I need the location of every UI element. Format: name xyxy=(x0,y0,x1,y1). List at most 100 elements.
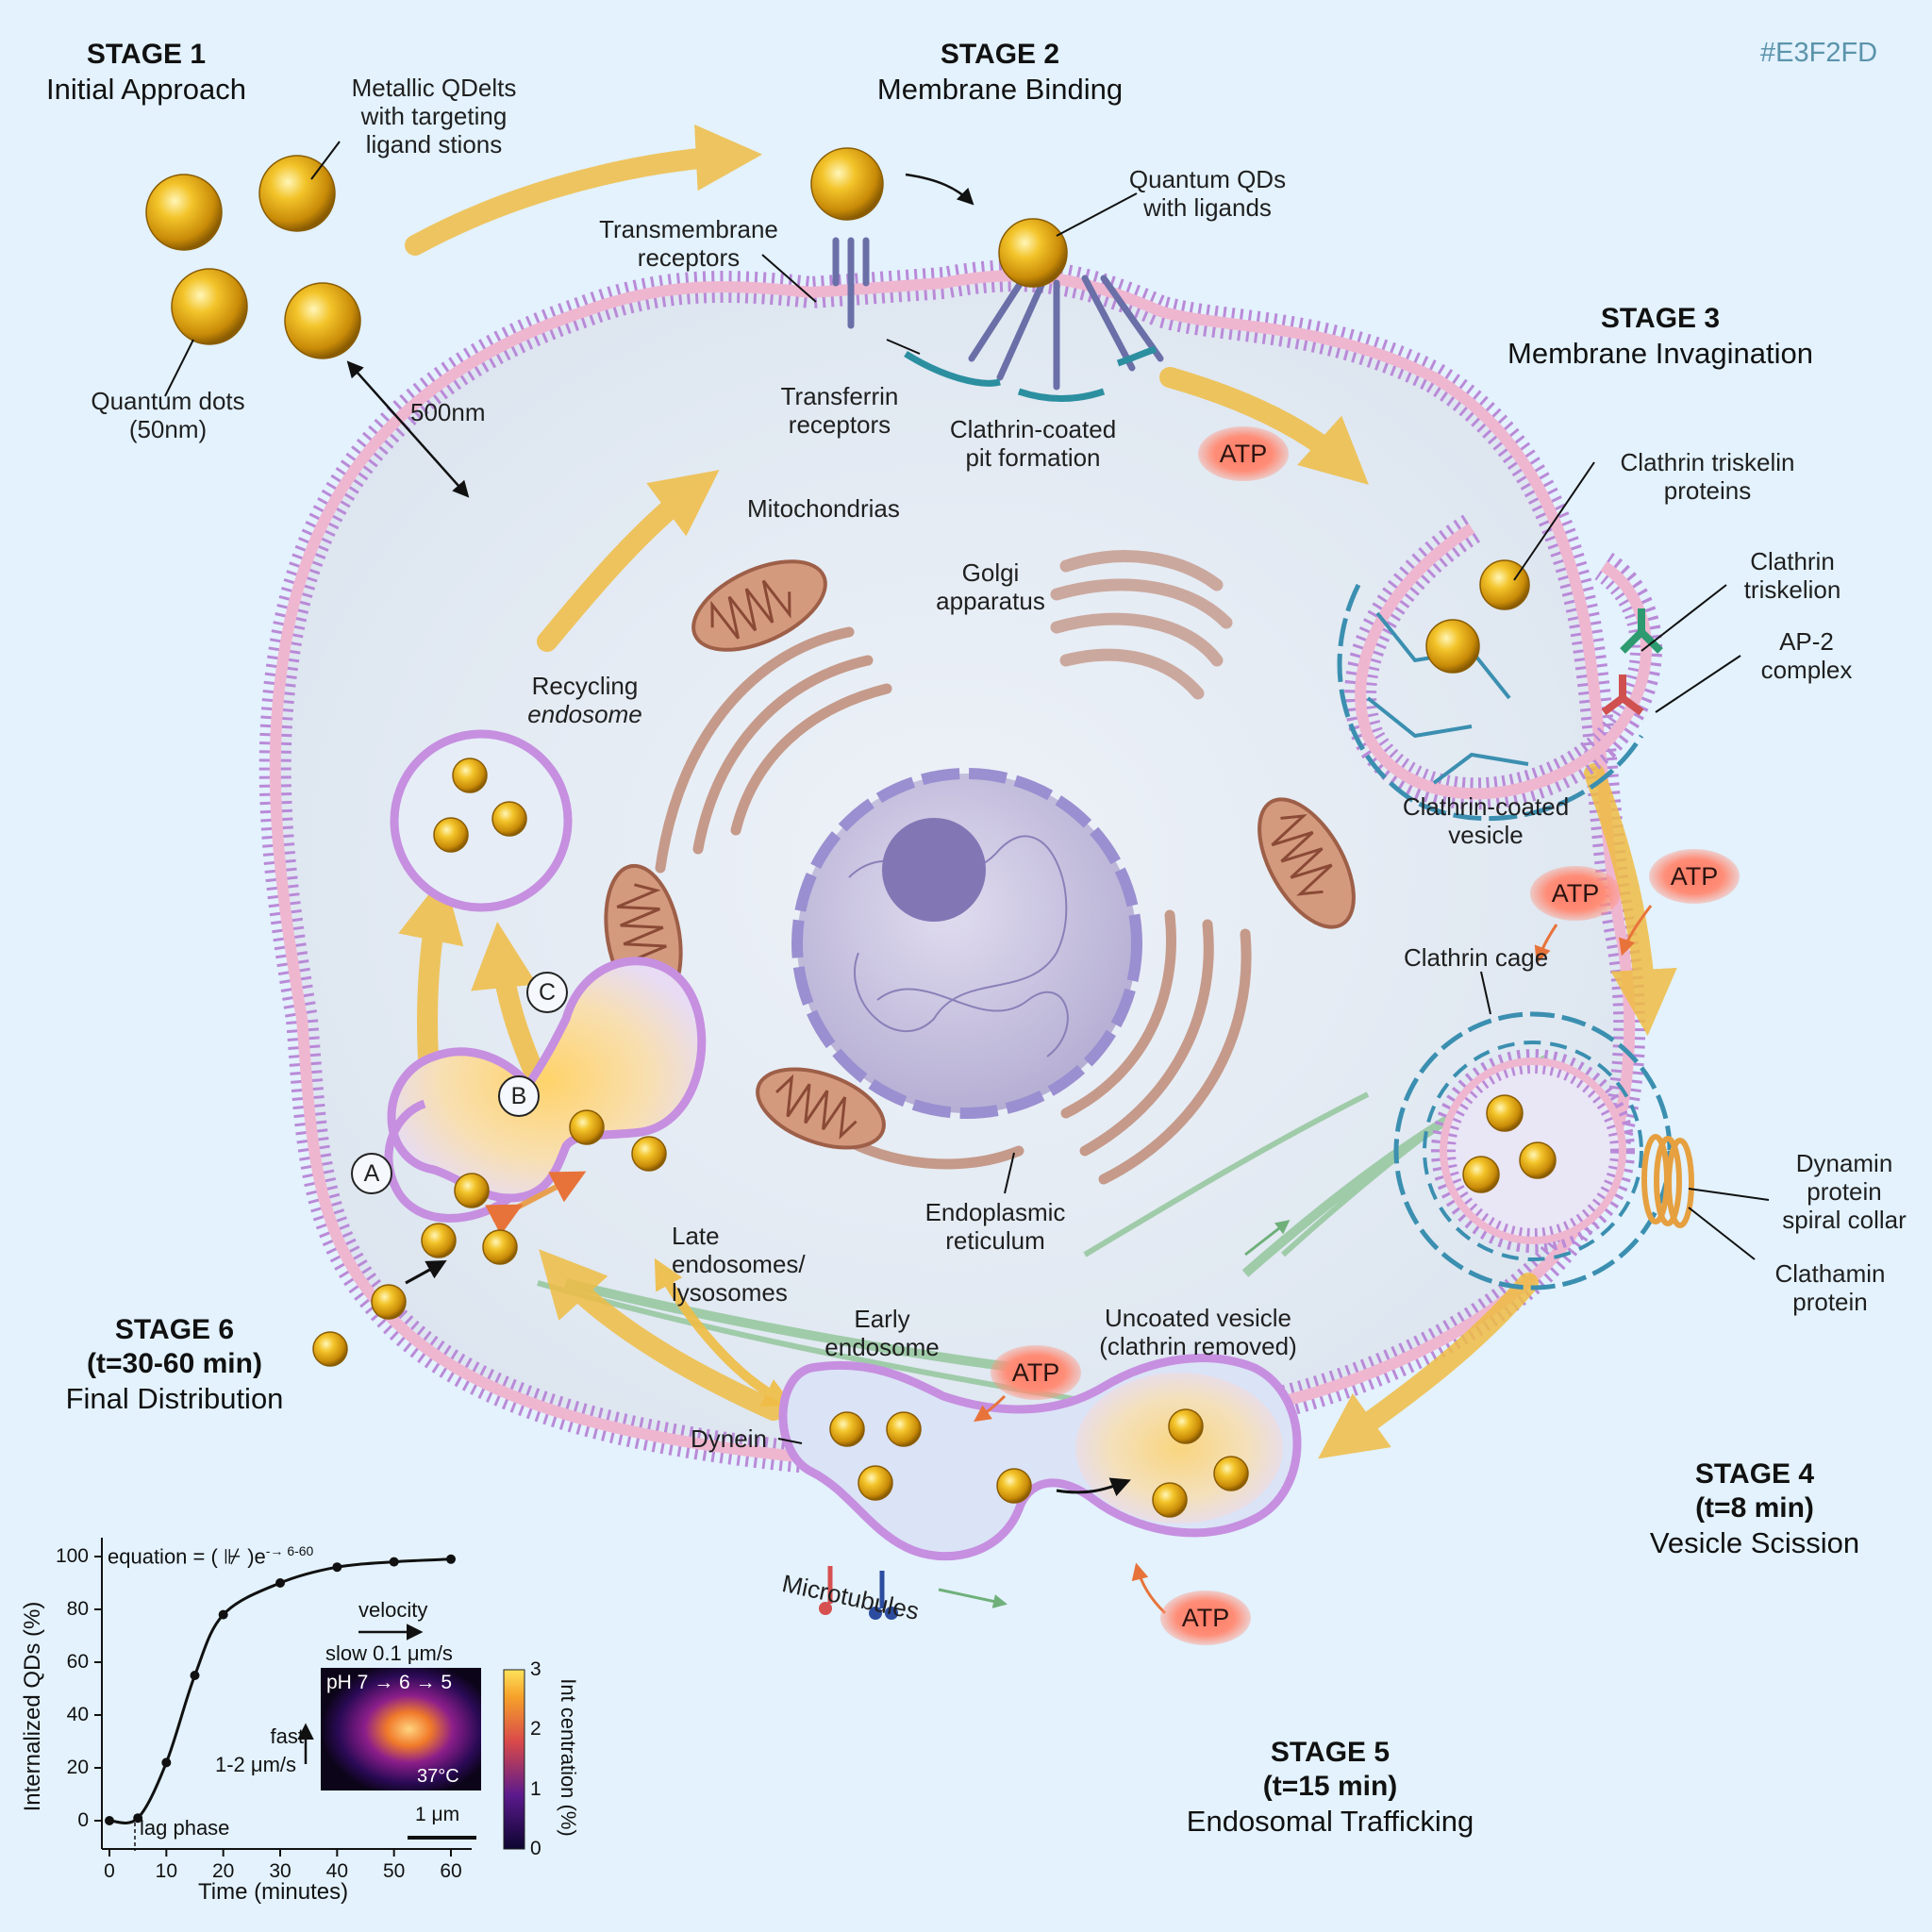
stage-4-title: STAGE 4 (t=8 min) Vesicle Scission xyxy=(1623,1457,1887,1561)
nucleus xyxy=(791,768,1142,1119)
colorbar-label: Int centration (%) xyxy=(557,1678,580,1837)
stage-5-heading: STAGE 5 xyxy=(1270,1737,1391,1768)
transferrin-label: Transferrin receptors xyxy=(780,382,899,439)
uptake-chart xyxy=(94,1538,525,1857)
motor-proteins xyxy=(819,1566,898,1620)
inset-heatmap xyxy=(321,1668,481,1790)
dynamin-label: Dynamin protein spiral collar xyxy=(1782,1149,1907,1234)
late-endosome-label: Late endosomes/ lysosomes xyxy=(672,1222,806,1307)
fast-label: fast xyxy=(270,1724,304,1748)
metallic-qd-label: Metallic QDelts with targeting ligand st… xyxy=(351,74,517,158)
ap2-complex-label: AP-2 complex xyxy=(1760,627,1853,684)
dynamin-collar xyxy=(1641,1134,1694,1228)
chart-y-tick-label: 60 xyxy=(66,1651,89,1673)
clathamin-label: Clathamin protein xyxy=(1774,1259,1886,1316)
stage-6-title: STAGE 6 (t=30-60 min) Final Distribution xyxy=(42,1313,307,1417)
recycling-endosome-label: Recycling endosome xyxy=(527,672,642,728)
quantum-dots-label: Quantum dots (50nm) xyxy=(91,387,245,443)
stage-2-heading: STAGE 2 xyxy=(940,39,1060,70)
chart-data-point xyxy=(389,1557,399,1567)
atp-badge: ATP xyxy=(1649,849,1740,904)
chart-data-point xyxy=(275,1578,285,1588)
clathrin-triskelion-label: Clathrin triskelion xyxy=(1743,547,1841,604)
pathway-tag-a: A xyxy=(351,1153,392,1194)
leader-lines xyxy=(164,141,1770,1444)
chart-y-tick-label: 40 xyxy=(66,1704,89,1725)
corner-color-code: #E3F2FD xyxy=(1760,38,1878,68)
chart-x-label: Time (minutes) xyxy=(198,1879,349,1905)
colorbar xyxy=(503,1669,525,1850)
nucleolus xyxy=(882,818,986,922)
stage-4-heading: STAGE 4 xyxy=(1694,1458,1815,1490)
invagination-cage xyxy=(1337,514,1663,822)
chart-x-tick-label: 10 xyxy=(155,1860,177,1882)
microtubule-arrow xyxy=(938,1588,1008,1608)
velocity-label: velocity xyxy=(358,1598,428,1622)
stage-3-subtitle: Membrane Invagination xyxy=(1507,337,1813,370)
chart-equation: equation = ( ⊮ )e-→ 6-60 xyxy=(108,1543,314,1569)
stage-6-heading: STAGE 6 xyxy=(114,1314,235,1345)
chart-data-point xyxy=(105,1816,114,1825)
chart-x-tick-label: 0 xyxy=(104,1860,115,1882)
early-endosome-label: Early endosome xyxy=(824,1305,940,1361)
entry-arrow xyxy=(405,1259,447,1285)
clathrin-pit xyxy=(904,345,1158,402)
golgi-label: Golgi apparatus xyxy=(936,558,1045,615)
chart-x-tick-label: 20 xyxy=(211,1860,235,1882)
chart-data-point xyxy=(133,1813,143,1824)
stage-6-subtitle: Final Distribution xyxy=(65,1382,284,1415)
colorbar-tick-label: 0 xyxy=(530,1838,541,1859)
scale-bar-label: 1 μm xyxy=(415,1804,460,1825)
atp-badge: ATP xyxy=(991,1345,1081,1400)
colorbar-tick-label: 1 xyxy=(530,1777,541,1800)
chart-data-point xyxy=(190,1671,200,1680)
chart-y-tick-label: 20 xyxy=(66,1757,89,1778)
stage-6-time: (t=30-60 min) xyxy=(87,1348,262,1379)
binding-arrow xyxy=(905,173,974,206)
inset-ph-label: pH 7 → 6 → 5 xyxy=(326,1672,453,1693)
distance-label: 500nm xyxy=(410,398,486,426)
chart-y-tick-label: 0 xyxy=(77,1809,89,1831)
chart-x-tick-label: 40 xyxy=(325,1860,348,1882)
mitochondria-label: Mitochondrias xyxy=(747,494,900,523)
stage-5-subtitle: Endosomal Trafficking xyxy=(1186,1805,1474,1838)
stage-4-subtitle: Vesicle Scission xyxy=(1649,1526,1860,1559)
quantum-qds-label: Quantum QDs with ligands xyxy=(1128,165,1287,222)
distance-arrow xyxy=(346,360,470,498)
chart-y-tick-label: 80 xyxy=(66,1598,89,1620)
recycling-endosome xyxy=(390,729,573,912)
golgi-apparatus xyxy=(1050,550,1233,700)
stage-1-heading: STAGE 1 xyxy=(86,39,207,70)
uncoated-vesicle-label: Uncoated vesicle (clathrin removed) xyxy=(1099,1304,1297,1360)
stage-2-subtitle: Membrane Binding xyxy=(876,73,1124,106)
pit-formation-label: Clathrin-coated pit formation xyxy=(949,415,1117,472)
stage-1-title: STAGE 1 Initial Approach xyxy=(33,38,259,108)
er-label: Endoplasmic reticulum xyxy=(924,1198,1066,1255)
pathway-tag-b: B xyxy=(498,1075,540,1117)
late-endosome-arrow xyxy=(485,1171,587,1236)
stage-2-title: STAGE 2 Membrane Binding xyxy=(849,38,1151,108)
chart-x-tick-label: 30 xyxy=(269,1860,291,1882)
chart-data-point xyxy=(446,1554,456,1564)
receptors xyxy=(832,237,1164,391)
transmembrane-label: Transmembrane receptors xyxy=(599,215,778,272)
endoplasmic-reticulum xyxy=(655,626,1252,1185)
colorbar-tick-label: 2 xyxy=(530,1718,541,1740)
microtubule-arrow-2 xyxy=(1244,1220,1291,1257)
quantum-dots xyxy=(145,147,1557,1518)
slow-velocity-label: slow 0.1 μm/s xyxy=(325,1641,453,1665)
vesicle-move-arrow xyxy=(1056,1477,1131,1496)
chart-data-point xyxy=(161,1757,172,1768)
inset-temp-label: 37°C xyxy=(417,1766,459,1787)
stage-1-subtitle: Initial Approach xyxy=(46,73,246,106)
dynein-label: Dynein xyxy=(691,1424,767,1453)
late-early-arrow xyxy=(654,1257,794,1407)
fast-velocity-label: 1-2 μm/s xyxy=(215,1753,297,1776)
stage-4-time: (t=8 min) xyxy=(1695,1492,1814,1524)
lag-phase-label: lag phase xyxy=(140,1816,230,1840)
mitochondria xyxy=(604,559,1356,1150)
colorbar-tick-label: 3 xyxy=(530,1658,541,1680)
atp-badge: ATP xyxy=(1530,866,1621,921)
chart-data-point xyxy=(218,1609,228,1620)
pathway-tag-c: C xyxy=(526,972,568,1013)
